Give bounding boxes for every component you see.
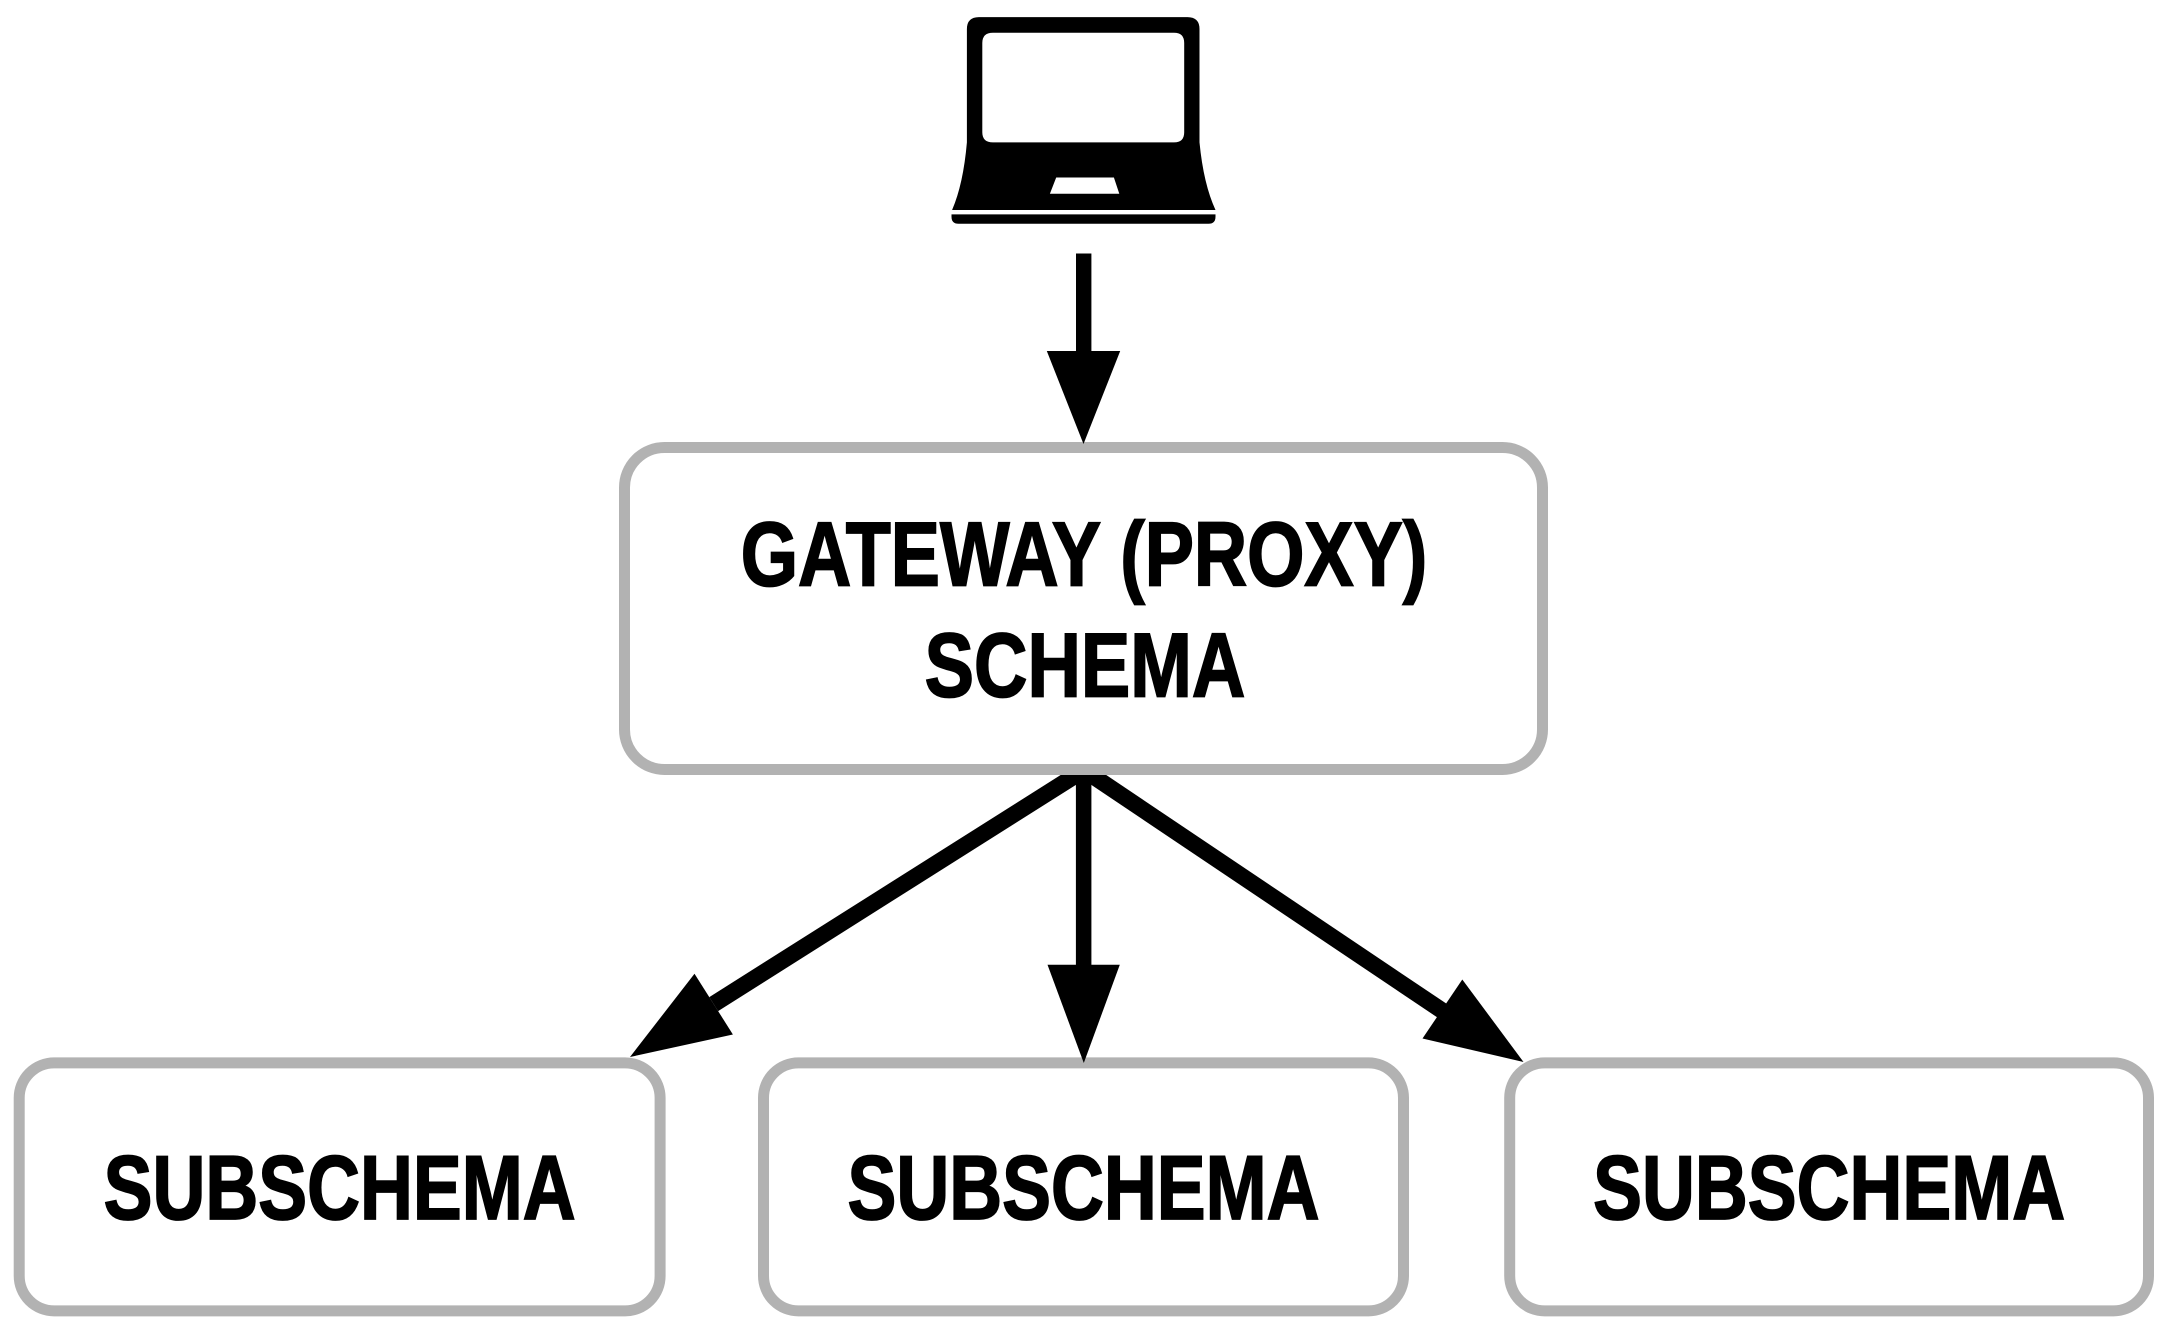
svg-text:SUBSCHEMA: SUBSCHEMA	[104, 1138, 576, 1239]
svg-text:SUBSCHEMA: SUBSCHEMA	[1593, 1138, 2065, 1239]
svg-text:SUBSCHEMA: SUBSCHEMA	[848, 1138, 1320, 1239]
svg-text:GATEWAY (PROXY): GATEWAY (PROXY)	[741, 505, 1428, 606]
svg-text:SCHEMA: SCHEMA	[925, 616, 1246, 717]
